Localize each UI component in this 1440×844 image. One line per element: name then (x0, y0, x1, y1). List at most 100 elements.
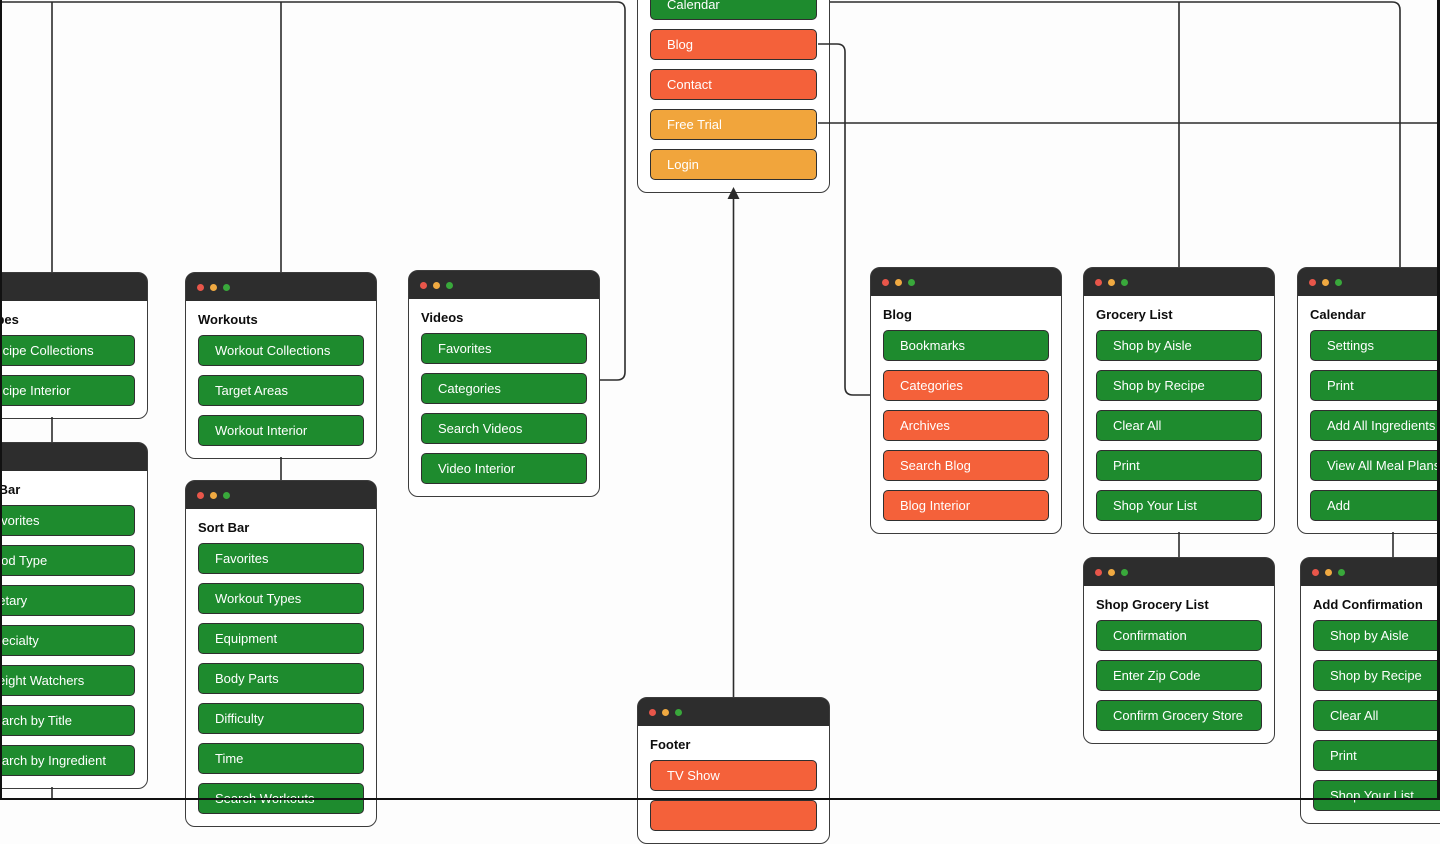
traffic-light-red-icon (649, 708, 656, 716)
card-title: Add Confirmation (1313, 597, 1423, 612)
node-button-recipe-collections[interactable]: Recipe Collections (0, 335, 135, 366)
node-button-body-parts[interactable]: Body Parts (198, 663, 364, 694)
traffic-light-green-icon (675, 708, 682, 716)
node-button-equipment[interactable]: Equipment (198, 623, 364, 654)
node-button-shop-by-aisle[interactable]: Shop by Aisle (1313, 620, 1440, 651)
node-button-clear-all[interactable]: Clear All (1096, 410, 1262, 441)
traffic-light-green-icon (908, 278, 915, 286)
node-button-archives[interactable]: Archives (883, 410, 1049, 441)
node-button-shop-by-recipe[interactable]: Shop by Recipe (1096, 370, 1262, 401)
node-button-video-interior[interactable]: Video Interior (421, 453, 587, 484)
window-titlebar (871, 268, 1061, 296)
node-button-search-by-title[interactable]: Search by Title (0, 705, 135, 736)
node-button-login[interactable]: Login (650, 149, 817, 180)
window-titlebar (409, 271, 599, 299)
card-title: Sort Bar (0, 482, 21, 497)
node-button-shop-your-list[interactable]: Shop Your List (1096, 490, 1262, 521)
node-button-categories[interactable]: Categories (883, 370, 1049, 401)
traffic-light-yellow-icon (1322, 278, 1329, 286)
node-button-view-all-meal-plans[interactable]: View All Meal Plans (1310, 450, 1440, 481)
node-button-dietary[interactable]: Dietary (0, 585, 135, 616)
node-button-workout-types[interactable]: Workout Types (198, 583, 364, 614)
node-button-print[interactable]: Print (1313, 740, 1440, 771)
traffic-light-yellow-icon (662, 708, 669, 716)
card-recipes: Recipes Recipe CollectionsRecipe Interio… (0, 272, 148, 419)
card-title: Workouts (198, 312, 258, 327)
node-button-specialty[interactable]: Specialty (0, 625, 135, 656)
card-title: Footer (650, 737, 691, 752)
node-button-blog[interactable]: Blog (650, 29, 817, 60)
node-button-add-all-ingredients[interactable]: Add All Ingredients (1310, 410, 1440, 441)
traffic-light-yellow-icon (210, 283, 217, 291)
window-titlebar (1301, 558, 1440, 586)
window-titlebar (1084, 558, 1274, 586)
card-title: Sort Bar (198, 520, 250, 535)
node-button-shop-your-list[interactable]: Shop Your List (1313, 780, 1440, 811)
traffic-light-green-icon (446, 281, 453, 289)
node-button-weight-watchers[interactable]: Weight Watchers (0, 665, 135, 696)
node-button-search-workouts[interactable]: Search Workouts (198, 783, 364, 814)
traffic-light-red-icon (1095, 568, 1102, 576)
traffic-light-green-icon (1121, 568, 1128, 576)
node-button-recipe-interior[interactable]: Recipe Interior (0, 375, 135, 406)
node-button-target-areas[interactable]: Target Areas (198, 375, 364, 406)
traffic-light-green-icon (223, 283, 230, 291)
traffic-light-yellow-icon (1325, 568, 1332, 576)
node-button-print[interactable]: Print (1096, 450, 1262, 481)
node-button-search-blog[interactable]: Search Blog (883, 450, 1049, 481)
traffic-light-green-icon (0, 453, 1, 461)
window-titlebar (186, 273, 376, 301)
window-titlebar (638, 698, 829, 726)
node-button-blog-interior[interactable]: Blog Interior (883, 490, 1049, 521)
node-button-calendar[interactable]: Calendar (650, 0, 817, 20)
traffic-light-red-icon (197, 283, 204, 291)
node-button-categories[interactable]: Categories (421, 373, 587, 404)
node-button-bookmarks[interactable]: Bookmarks (883, 330, 1049, 361)
traffic-light-red-icon (1309, 278, 1316, 286)
traffic-light-red-icon (420, 281, 427, 289)
card-recipes-sort-bar: Sort Bar FavoritesFood TypeDietarySpecia… (0, 442, 148, 789)
node-button-confirmation[interactable]: Confirmation (1096, 620, 1262, 651)
traffic-light-green-icon (0, 283, 1, 291)
node-button-workout-interior[interactable]: Workout Interior (198, 415, 364, 446)
window-titlebar (0, 273, 147, 301)
node-button-time[interactable]: Time (198, 743, 364, 774)
node-button-confirm-grocery-store[interactable]: Confirm Grocery Store (1096, 700, 1262, 731)
node-button-food-type[interactable]: Food Type (0, 545, 135, 576)
window-titlebar (1084, 268, 1274, 296)
node-button-tv-show[interactable]: TV Show (650, 760, 817, 791)
node-button-favorites[interactable]: Favorites (0, 505, 135, 536)
traffic-light-yellow-icon (210, 491, 217, 499)
node-button-difficulty[interactable]: Difficulty (198, 703, 364, 734)
traffic-light-green-icon (1338, 568, 1345, 576)
node-button-search-videos[interactable]: Search Videos (421, 413, 587, 444)
node-button-settings[interactable]: Settings (1310, 330, 1440, 361)
node-button-favorites[interactable]: Favorites (198, 543, 364, 574)
node-button-clear-all[interactable]: Clear All (1313, 700, 1440, 731)
node-button-contact[interactable]: Contact (650, 69, 817, 100)
node-button-free-trial[interactable]: Free Trial (650, 109, 817, 140)
node-button-favorites[interactable]: Favorites (421, 333, 587, 364)
node-button-unlabeled[interactable] (650, 800, 817, 831)
traffic-light-red-icon (1312, 568, 1319, 576)
traffic-light-yellow-icon (895, 278, 902, 286)
node-button-add[interactable]: Add (1310, 490, 1440, 521)
node-button-shop-by-aisle[interactable]: Shop by Aisle (1096, 330, 1262, 361)
traffic-light-green-icon (223, 491, 230, 499)
node-button-search-by-ingredient[interactable]: Search by Ingredient (0, 745, 135, 776)
node-button-workout-collections[interactable]: Workout Collections (198, 335, 364, 366)
node-button-shop-by-recipe[interactable]: Shop by Recipe (1313, 660, 1440, 691)
traffic-light-red-icon (1095, 278, 1102, 286)
card-title: Grocery List (1096, 307, 1173, 322)
node-button-enter-zip-code[interactable]: Enter Zip Code (1096, 660, 1262, 691)
traffic-light-red-icon (197, 491, 204, 499)
node-button-print[interactable]: Print (1310, 370, 1440, 401)
